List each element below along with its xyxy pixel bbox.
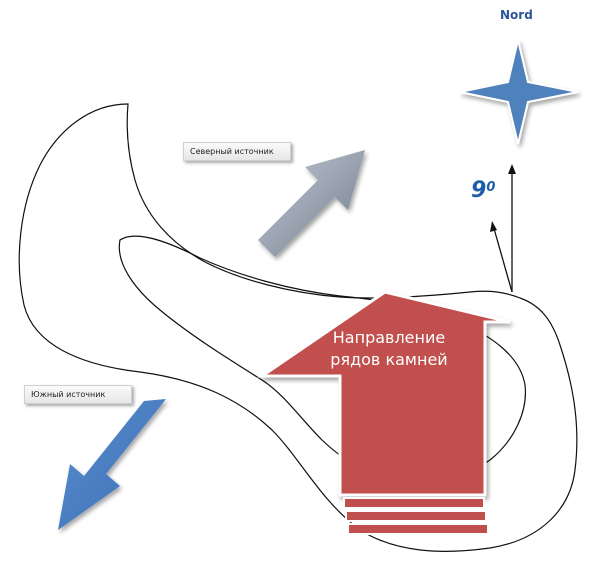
angle-label: 90 xyxy=(471,180,495,202)
stone-rows-label-line2: рядов камней xyxy=(330,350,448,369)
arrow-stripe-2 xyxy=(345,510,487,522)
arrow-stripe-1 xyxy=(343,497,485,509)
angle-unit: 0 xyxy=(486,180,496,195)
angle-value: 9 xyxy=(471,178,487,203)
north-source-text: Северный источник xyxy=(190,147,274,156)
compass-star-icon xyxy=(459,39,579,145)
compass-label: Nord xyxy=(500,8,533,22)
south-source-arrow xyxy=(58,399,166,530)
north-reference-arrowhead xyxy=(508,164,516,174)
stone-direction-arrowhead xyxy=(490,221,497,232)
site-outline xyxy=(18,103,578,552)
north-source-label: Северный источник xyxy=(183,142,291,161)
south-source-text: Южный источник xyxy=(31,390,106,399)
stone-rows-arrow xyxy=(257,290,511,497)
inner-loop xyxy=(118,235,527,480)
stone-direction-line xyxy=(492,224,513,293)
stone-rows-label-line1: Направление xyxy=(332,328,446,347)
arrow-stripe-3 xyxy=(347,523,489,535)
north-source-arrow xyxy=(258,150,365,257)
south-source-label: Южный источник xyxy=(24,385,132,404)
stone-rows-label: Направление рядов камней xyxy=(318,327,460,371)
